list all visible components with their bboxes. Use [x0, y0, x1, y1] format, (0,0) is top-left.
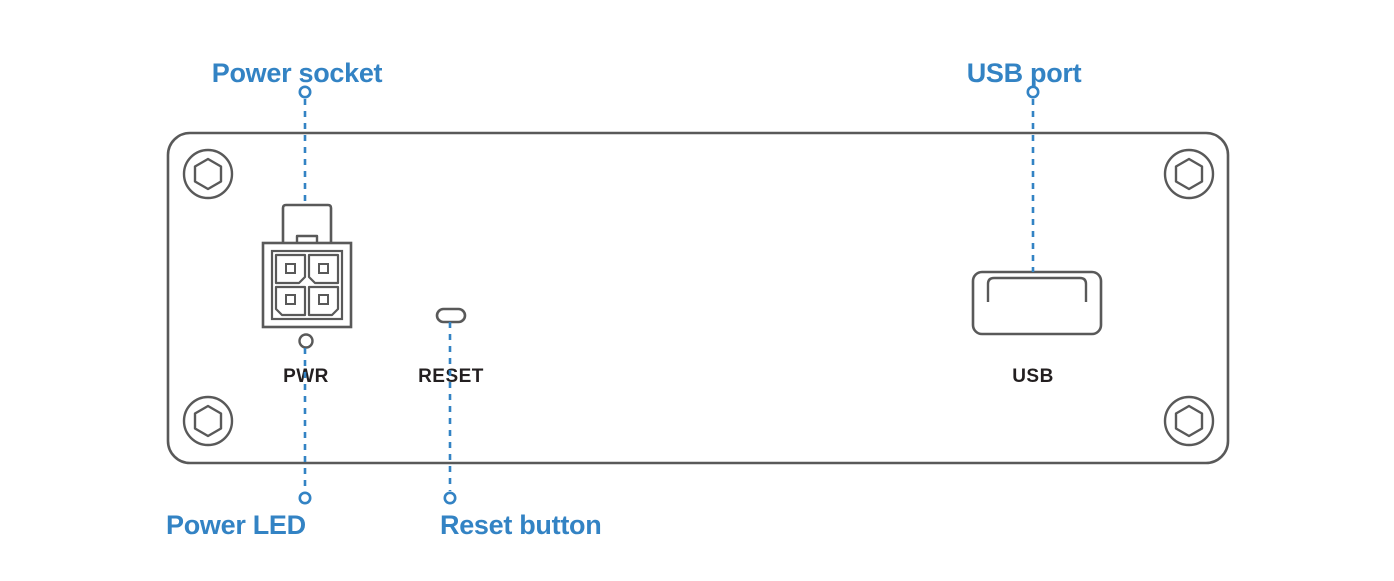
callout-marker-reset-button — [443, 491, 457, 505]
power-led-indicator — [298, 333, 314, 349]
callout-label-power-socket: Power socket — [212, 58, 383, 88]
callout-label-reset-button: Reset button — [440, 510, 601, 540]
rear-panel-body — [166, 131, 1230, 465]
screw-top-right — [1163, 148, 1215, 200]
callout-power-socket: Power socket — [212, 58, 383, 205]
silkscreen-label-reset: RESET — [418, 366, 484, 387]
callout-usb-port: USB port — [967, 58, 1082, 272]
power-connector — [261, 203, 353, 329]
callout-marker-usb-port — [1026, 85, 1040, 99]
screw-top-left — [182, 148, 234, 200]
callout-label-power-led: Power LED — [166, 510, 306, 540]
callout-label-usb-port: USB port — [967, 58, 1082, 88]
callout-reset-button: Reset button — [440, 322, 602, 540]
reset-button-component[interactable] — [435, 307, 467, 324]
callout-marker-power-socket — [298, 85, 312, 99]
callout-power-led: Power LED — [166, 348, 312, 540]
callout-marker-power-led — [298, 491, 312, 505]
silkscreen-label-usb: USB — [1012, 366, 1054, 387]
usb-connector — [971, 270, 1103, 336]
screw-bottom-left — [182, 395, 234, 447]
screw-bottom-right — [1163, 395, 1215, 447]
